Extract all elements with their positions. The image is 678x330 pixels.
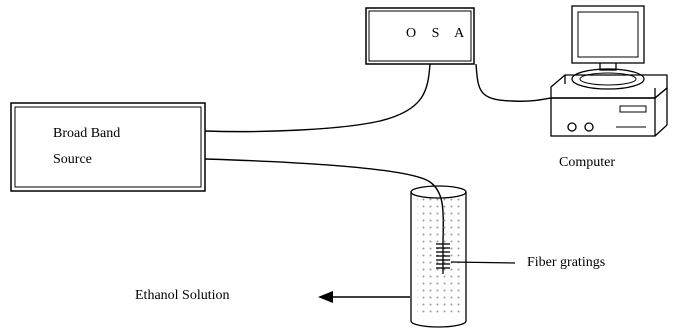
computer-icon [550,5,668,137]
left-arrow-icon [318,291,410,303]
osa-box [365,7,475,65]
broad-band-source-box [10,102,206,192]
gratings-leader-line [450,261,516,264]
broad-band-label-line2: Source [53,152,92,167]
fiber-grating-icon [436,240,450,274]
broad-band-label-line1: Broad Band [53,126,121,141]
osa-label: O S A [406,26,471,41]
ethanol-solution-label: Ethanol Solution [135,288,230,303]
fiber-gratings-label: Fiber gratings [527,255,606,270]
source-to-sensor-fiber [204,158,445,241]
computer-label: Computer [559,155,615,170]
osa-to-source-fiber [204,63,431,133]
osa-to-computer-cable [475,63,552,102]
